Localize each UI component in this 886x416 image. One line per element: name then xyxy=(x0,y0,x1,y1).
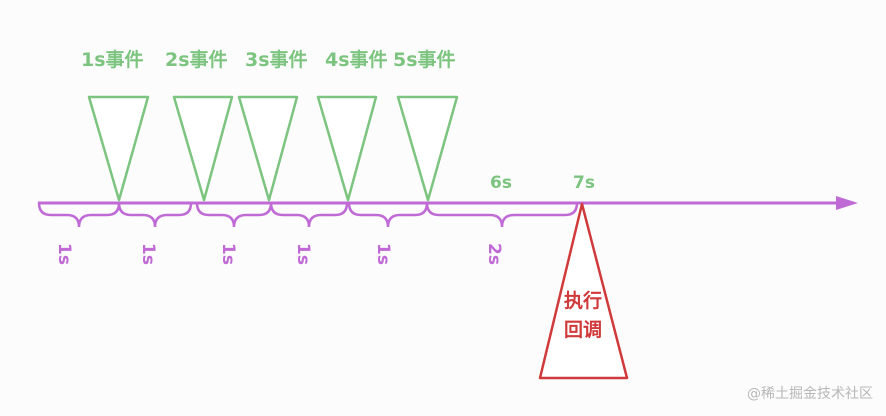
event-label-5: 5s事件 xyxy=(393,48,456,71)
event-triangle-1 xyxy=(87,95,150,202)
watermark: @稀土掘金技术社区 xyxy=(747,386,873,402)
interval-brace-6 xyxy=(425,201,579,228)
event-label-4: 4s事件 xyxy=(325,48,388,71)
interval-braces xyxy=(37,201,579,228)
event-triangle-3 xyxy=(237,95,299,202)
interval-label-1: 1s xyxy=(54,243,74,265)
interval-label-4: 1s xyxy=(293,243,313,265)
event-labels: 1s事件 2s事件 3s事件 4s事件 5s事件 xyxy=(81,48,456,71)
callback-label-line1: 执行 xyxy=(564,289,602,312)
event-label-3: 3s事件 xyxy=(245,48,308,71)
interval-label-6: 2s xyxy=(484,243,504,265)
event-triangle-2 xyxy=(172,95,234,202)
event-label-1: 1s事件 xyxy=(81,48,144,71)
callback-triangle xyxy=(538,202,629,380)
interval-brace-2 xyxy=(117,201,193,228)
interval-label-2: 1s xyxy=(138,243,158,265)
interval-brace-5 xyxy=(347,201,429,228)
timeline-arrowhead xyxy=(836,196,858,210)
callback-label-line2: 回调 xyxy=(564,319,602,341)
interval-brace-4 xyxy=(269,201,349,228)
interval-labels: 1s 1s 1s 1s 1s 2s xyxy=(54,243,504,265)
interval-brace-3 xyxy=(195,201,273,228)
event-triangle-4 xyxy=(316,95,378,202)
interval-label-5: 1s xyxy=(373,243,393,265)
time-marker-7s: 7s xyxy=(573,173,595,193)
event-triangles xyxy=(87,95,459,202)
event-label-2: 2s事件 xyxy=(165,48,228,71)
interval-label-3: 1s xyxy=(218,243,238,265)
event-triangle-5 xyxy=(396,95,459,202)
interval-brace-1 xyxy=(37,201,121,228)
time-marker-6s: 6s xyxy=(490,173,512,193)
